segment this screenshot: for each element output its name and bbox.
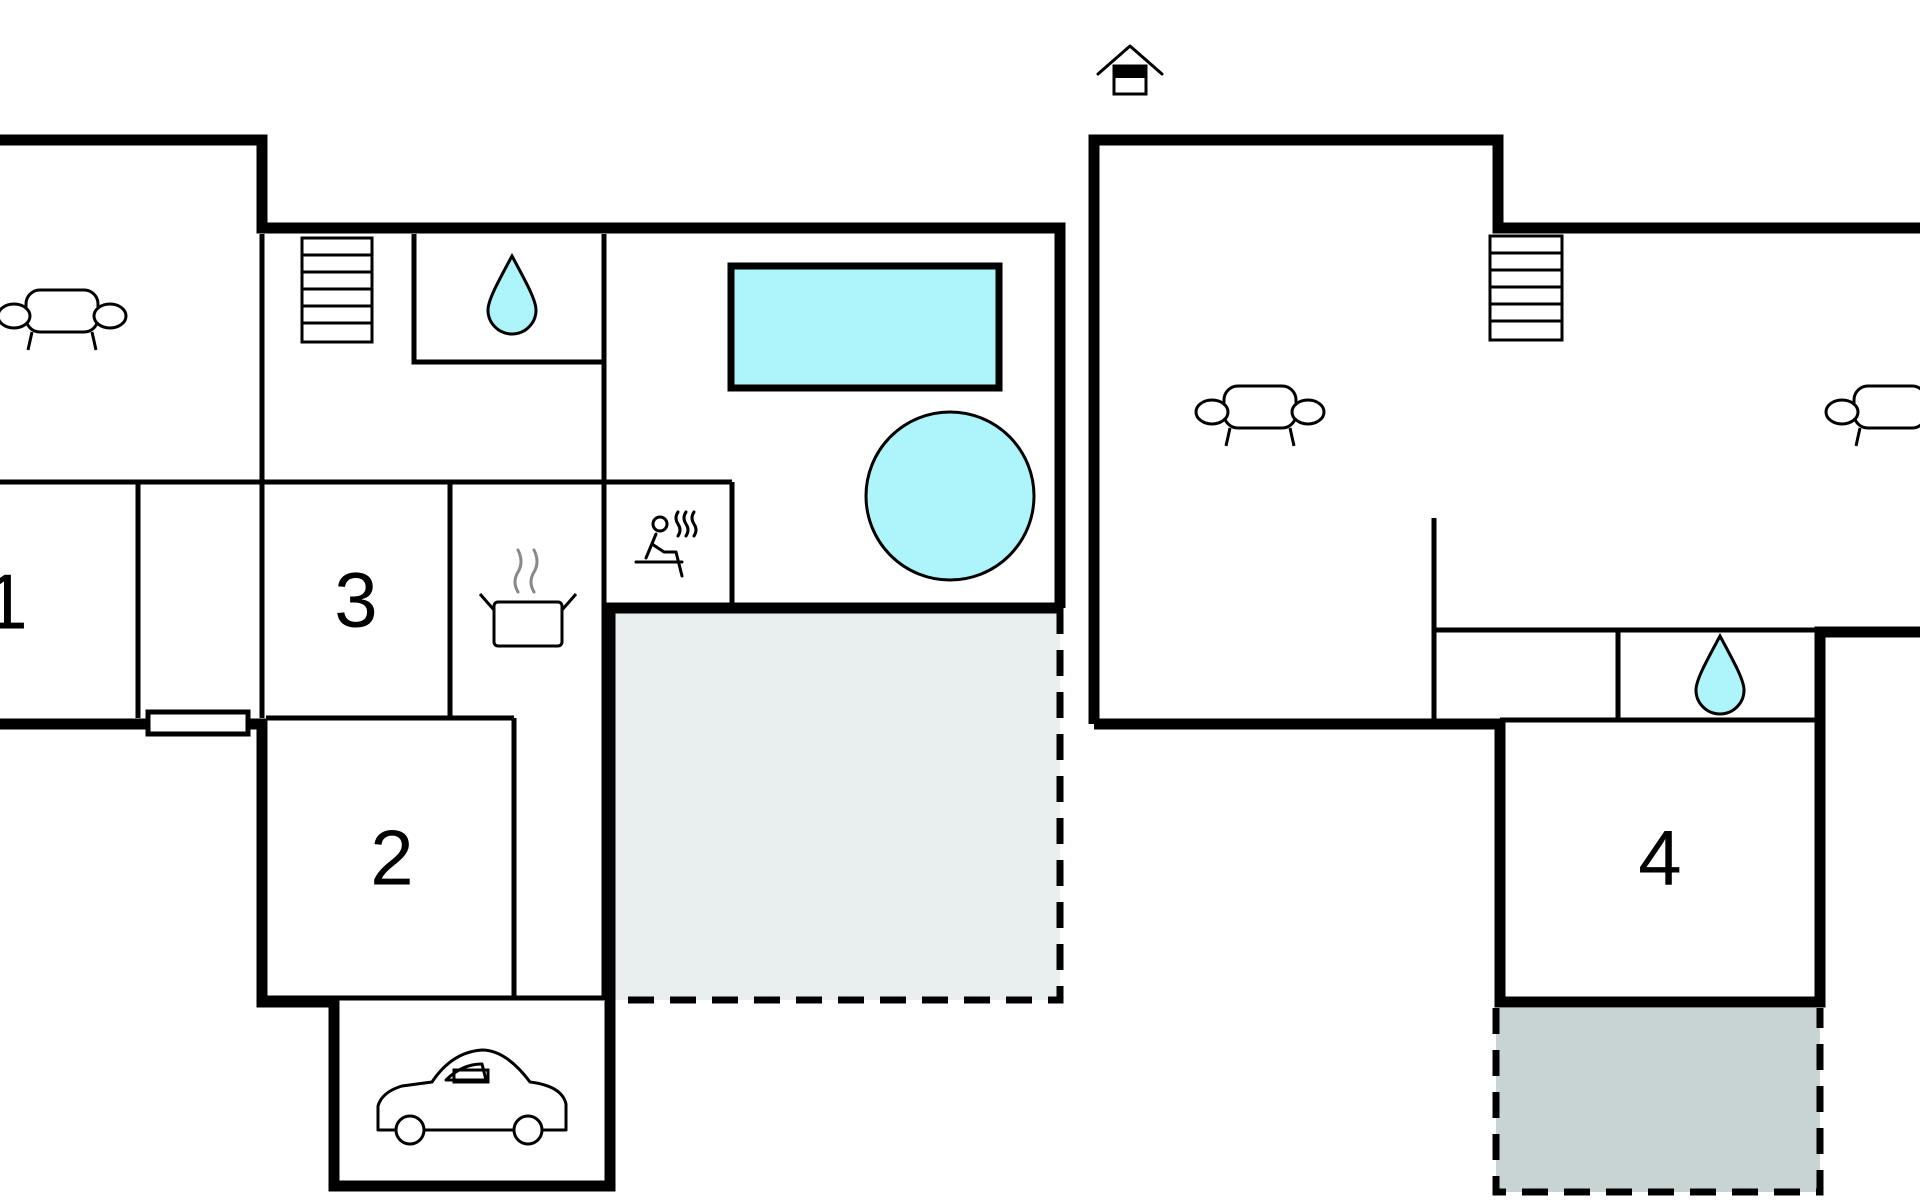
kitchen-pot-icon — [478, 548, 578, 648]
room-label-3: 3 — [334, 556, 377, 644]
window — [145, 709, 251, 737]
hot-tub-icon — [864, 410, 1036, 582]
room-label-4: 4 — [1638, 814, 1681, 902]
stairs-icon — [1488, 234, 1564, 342]
house-icon — [1096, 44, 1164, 96]
water-drop-icon — [486, 252, 538, 336]
room-label-1: 1 — [0, 558, 28, 646]
stairs-icon — [300, 236, 374, 344]
room-label-2: 2 — [370, 814, 413, 902]
car-icon — [376, 1048, 568, 1146]
water-drop-icon — [1694, 632, 1746, 716]
terrace-left — [614, 610, 1060, 1000]
sauna-icon — [634, 510, 698, 578]
sofa-icon — [1194, 384, 1326, 447]
sofa-icon — [1824, 384, 1920, 447]
sofa-icon — [0, 288, 128, 351]
right-building: 4 — [1088, 44, 1920, 1196]
left-building: 1 3 2 — [0, 134, 1066, 1192]
pool-icon — [727, 262, 1003, 392]
terrace-right — [1496, 1008, 1820, 1192]
